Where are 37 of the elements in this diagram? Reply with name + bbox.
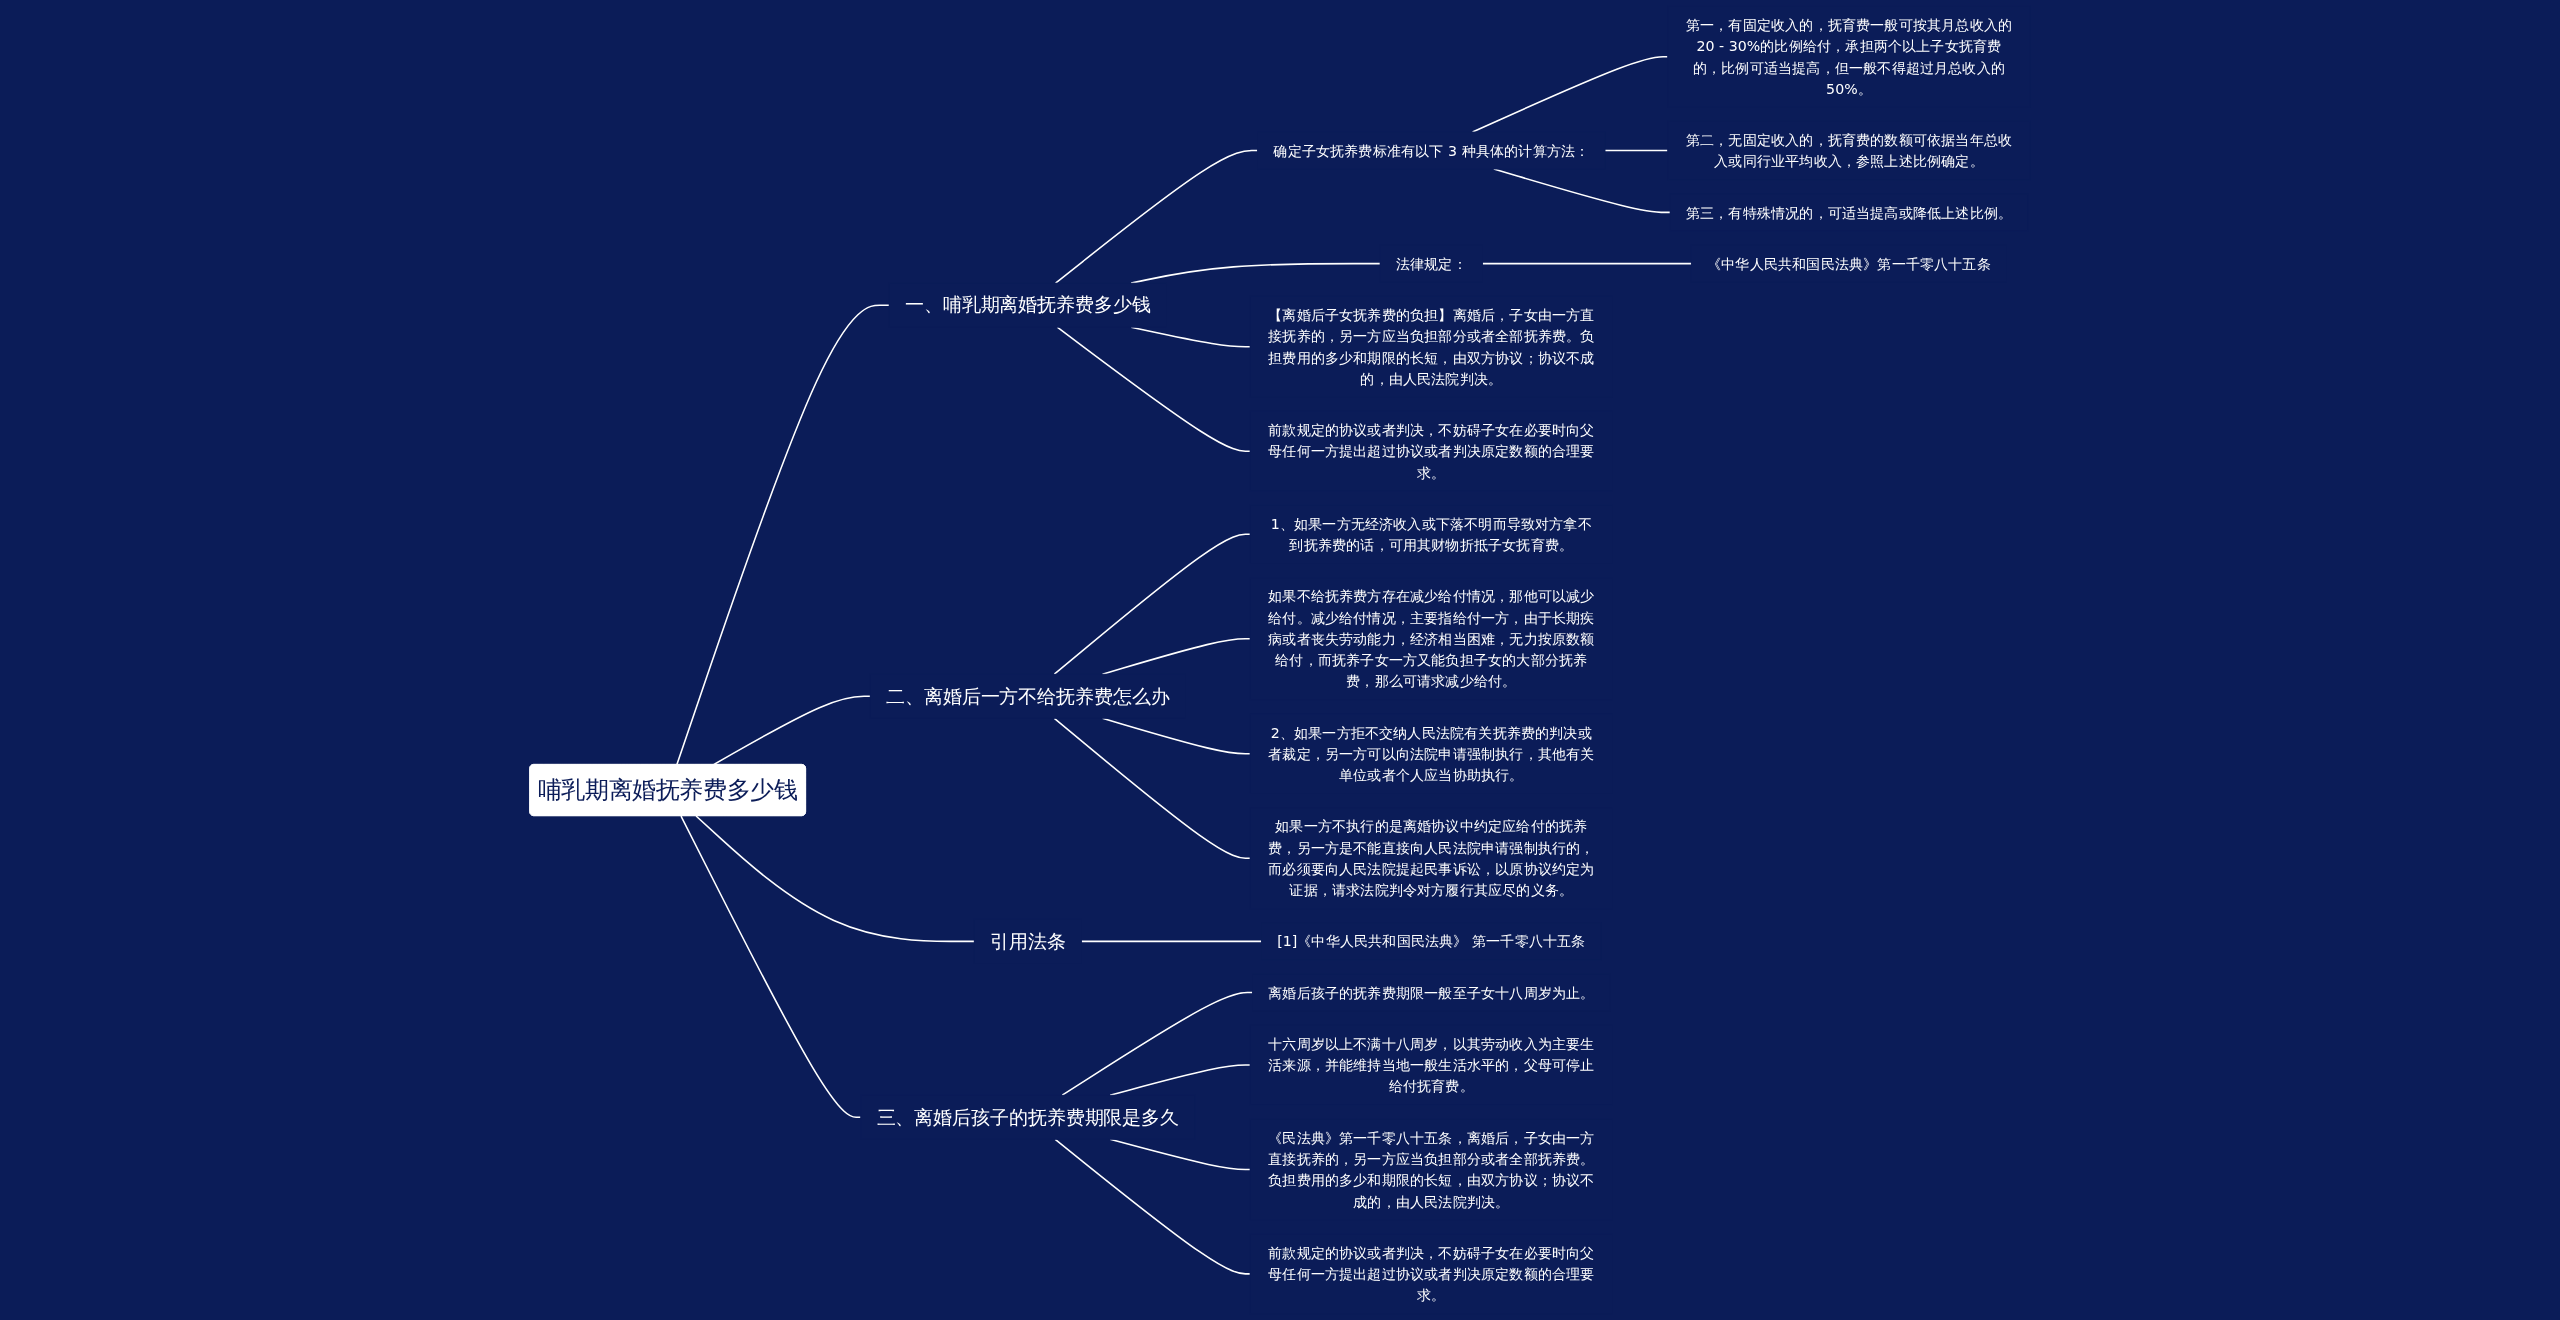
node-text: 前款规定的协议或者判决，不妨碍子女在必要时向父母任何一方提出超过协议或者判决原定数额的合理要求。 xyxy=(1268,421,1595,481)
connector xyxy=(680,815,862,1119)
node-text: [1]《中华人民共和国民法典》 第一千零八十五条 xyxy=(1277,933,1586,950)
node-text: 第一，有固定收入的，抚育费一般可按其月总收入的20 - 30%的比例给付，承担两个以上子女抚育费的，比例可适当提高，但一般不得超过月总收入的50%。 xyxy=(1685,16,2013,97)
connector xyxy=(676,304,890,766)
node-text: 引用法条 xyxy=(989,930,1066,953)
connector xyxy=(1481,262,1693,265)
node-text: 三、离婚后孩子的抚养费期限是多久 xyxy=(876,1106,1180,1129)
connector xyxy=(1061,991,1254,1096)
connector xyxy=(1053,533,1251,675)
node-text: 第二，无固定收入的，抚育费的数额可依据当年总收入或同行业平均收入，参照上述比例确定。 xyxy=(1685,131,2013,170)
node-text: 第三，有特殊情况的，可适当提高或降低上述比例。 xyxy=(1685,204,2013,221)
node-text: 2、如果一方拒不交纳人民法院有关抚养费的判决或者裁定，另一方可以向法院申请强制执行，其他有关单位或者个人应当协助执行。 xyxy=(1268,724,1595,784)
connector xyxy=(1109,1064,1251,1096)
connector xyxy=(1604,149,1669,152)
node-text: 二、离婚后一方不给抚养费怎么办 xyxy=(885,685,1170,708)
connector xyxy=(1471,55,1669,133)
connector xyxy=(1056,326,1251,452)
connector xyxy=(1054,1138,1251,1275)
node-text: 离婚后孩子的抚养费期限一般至子女十八周岁为止。 xyxy=(1268,984,1595,1001)
connector xyxy=(1101,637,1251,675)
node-text: 如果一方不执行的是离婚协议中约定应给付的抚养费，另一方是不能直接向人民法院申请强制执行的，而必须要向人民法院提起民事诉讼，以原协议约定为证据，请求法院判令对方履行其应尽的义务。 xyxy=(1268,818,1595,899)
node-text: 前款规定的协议或者判决，不妨碍子女在必要时向父母任何一方提出超过协议或者判决原定数额的合理要求。 xyxy=(1268,1244,1595,1304)
connector xyxy=(695,815,975,943)
node-text: 1、如果一方无经济收入或下落不明而导致对方拿不到抚养费的话，可用其财物折抵子女抚育费。 xyxy=(1270,515,1592,554)
node-text: 一、哺乳期离婚抚养费多少钱 xyxy=(904,294,1151,317)
connector xyxy=(1080,940,1263,943)
node-text: 法律规定： xyxy=(1395,255,1467,272)
node-text: 十六周岁以上不满十八周岁，以其劳动收入为主要生活来源，并能维持当地一般生活水平的，父母可停止给付抚育费。 xyxy=(1268,1035,1595,1095)
node-text: 确定子女抚养费标准有以下 3 种具体的计算方法： xyxy=(1273,142,1590,159)
node-text: 《民法典》第一千零八十五条，离婚后，子女由一方直接抚养的，另一方应当负担部分或者全部抚养费。负担费用的多少和期限的长短，由双方协议；协议不成的，由人民法院判决。 xyxy=(1268,1129,1595,1210)
node-text: 如果不给抚养费方存在减少给付情况，那他可以减少给付。减少给付情况，主要指给付一方，由于长期疾病或者丧失劳动能力，经济相当困难，无力按原数额给付，而抚养子女一方又能负担子女的大部分抚养费，那么可请求减少给付。 xyxy=(1268,587,1595,690)
node-text: 【离婚后子女抚养费的负担】离婚后，子女由一方直接抚养的，另一方应当负担部分或者全部抚养费。负担费用的多少和期限的长短，由双方协议；协议不成的，由人民法院判决。 xyxy=(1268,306,1595,387)
connector xyxy=(1053,717,1251,859)
node-text: 《中华人民共和国民法典》第一千零八十五条 xyxy=(1707,255,1991,272)
connector xyxy=(1054,149,1259,284)
connector xyxy=(712,695,871,766)
